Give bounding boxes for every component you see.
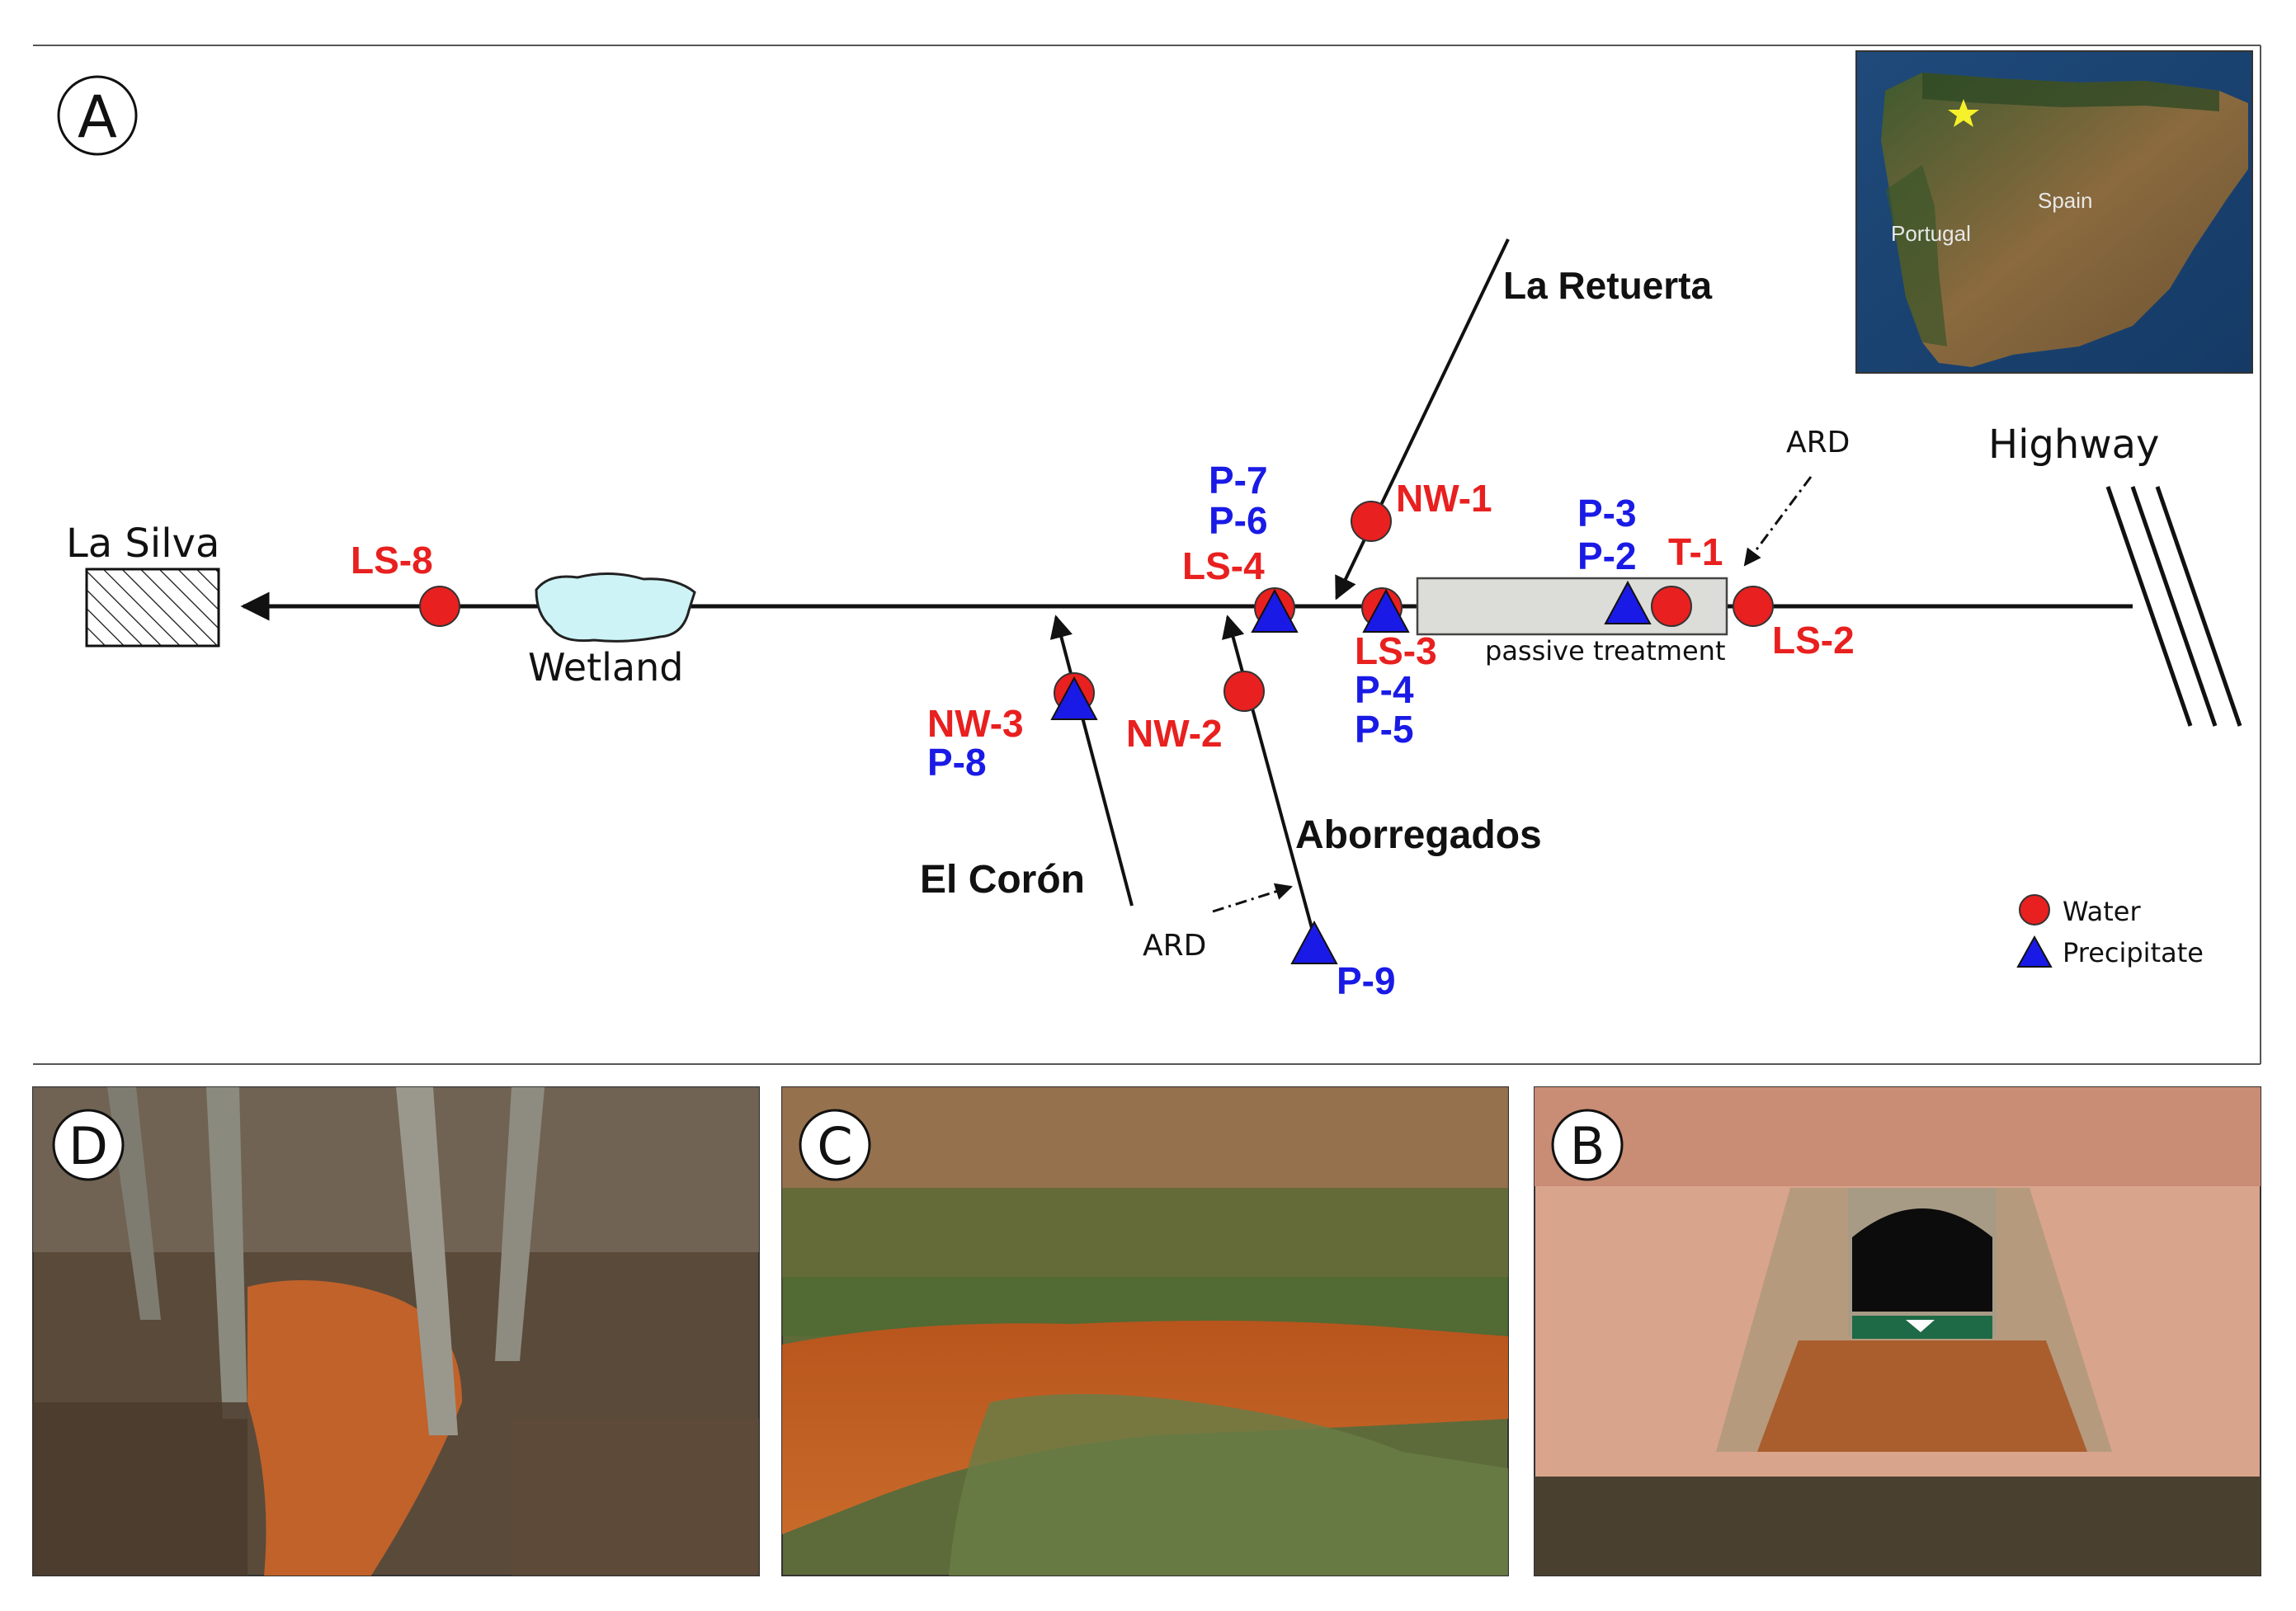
highway-line-2: [2130, 486, 2218, 727]
legend-water-symbol: [2019, 894, 2050, 926]
inset-label-portugal: Portugal: [1891, 221, 1971, 246]
inset-north-coast: [1922, 73, 2219, 111]
photo-b-notch: [1906, 1320, 1935, 1332]
label-highway: Highway: [1988, 422, 2159, 468]
la-retuerta-stream: [1335, 238, 1510, 601]
label-p2: P-2: [1577, 535, 1637, 577]
precipitate-site-p2-p3[interactable]: [1604, 580, 1652, 624]
legend-precipitate-label: Precipitate: [2063, 937, 2204, 968]
label-p6: P-6: [1209, 499, 1268, 542]
label-p8: P-8: [927, 741, 987, 784]
inset-map: Spain Portugal: [1855, 50, 2253, 374]
photo-d-shadow-left: [33, 1402, 248, 1576]
label-p4: P-4: [1355, 668, 1414, 711]
water-site-ls2[interactable]: [1733, 586, 1774, 627]
panel-a: A Spain Portugal La Silva Wetland La Ret…: [33, 45, 2261, 1065]
panel-c-letter: C: [817, 1116, 852, 1176]
label-p3: P-3: [1577, 492, 1637, 535]
panel-b: B: [1534, 1086, 2261, 1576]
photo-d-forest-floor: [33, 1087, 759, 1252]
label-la-retuerta: La Retuerta: [1503, 264, 1712, 307]
label-wetland: Wetland: [528, 645, 683, 690]
panel-b-letter-circle: [1551, 1109, 1624, 1181]
legend-precipitate-symbol: [2016, 935, 2053, 968]
photo-b-culvert-opening: [1852, 1208, 1992, 1312]
panel-a-letter-circle: [57, 75, 138, 156]
label-ls8: LS-8: [351, 539, 433, 582]
photo-b-water-pool: [1535, 1477, 2261, 1576]
legend-water-label: Water: [2063, 896, 2141, 927]
label-p5: P-5: [1355, 708, 1414, 751]
photo-c-foreground-grass: [949, 1394, 1508, 1576]
water-site-nw1[interactable]: [1351, 501, 1392, 542]
water-site-nw2[interactable]: [1223, 671, 1265, 712]
label-aborregados: Aborregados: [1295, 813, 1542, 857]
la-silva-box: [85, 568, 220, 648]
ard-arrow-bottom: [1212, 883, 1294, 913]
photo-c-grass-band: [782, 1188, 1508, 1336]
label-ard-top: ARD: [1786, 426, 1850, 459]
panel-d-letter: D: [68, 1116, 108, 1176]
photo-d-tree-trunk-2: [396, 1087, 458, 1435]
el-coron-stream: [1049, 615, 1134, 907]
inset-label-spain: Spain: [2038, 188, 2093, 213]
highway-line-1: [2105, 486, 2193, 727]
photo-b-rocks-top: [1535, 1087, 2261, 1186]
label-la-silva: La Silva: [66, 521, 219, 567]
label-nw2: NW-2: [1126, 712, 1223, 755]
photo-d-rust-stream: [248, 1280, 462, 1576]
label-p7: P-7: [1209, 459, 1268, 502]
label-passive-treatment: passive treatment: [1485, 635, 1725, 667]
inset-portugal-coast: [1886, 165, 1947, 346]
label-ls4: LS-4: [1182, 544, 1265, 587]
water-site-ls8[interactable]: [419, 586, 460, 627]
legend: Water Precipitate: [2016, 894, 2204, 968]
label-t1: T-1: [1668, 530, 1723, 573]
label-nw3: NW-3: [927, 702, 1024, 745]
panel-a-letter: A: [78, 83, 117, 151]
label-el-coron: El Corón: [920, 858, 1085, 902]
precipitate-site-p9[interactable]: [1290, 920, 1338, 964]
panel-d: D: [32, 1086, 760, 1576]
photo-d-tree-trunk-3: [495, 1087, 545, 1361]
ard-arrow-top: [1743, 476, 1813, 567]
panel-d-letter-circle: [52, 1109, 125, 1181]
label-nw1: NW-1: [1396, 477, 1492, 520]
label-ls3: LS-3: [1355, 629, 1437, 672]
precipitate-site-p4-p5[interactable]: [1362, 588, 1410, 633]
precipitate-site-p6-p7[interactable]: [1251, 588, 1299, 633]
wetland-shape: [535, 572, 696, 643]
highway-line-3: [2155, 486, 2242, 727]
photo-b-rust-apron: [1757, 1340, 2087, 1452]
label-ls2: LS-2: [1772, 619, 1855, 662]
star-icon: [1948, 99, 1979, 127]
water-site-t1[interactable]: [1651, 586, 1692, 627]
panel-c-letter-circle: [799, 1109, 871, 1181]
panel-b-letter: B: [1570, 1116, 1605, 1176]
precipitate-site-p8[interactable]: [1050, 676, 1098, 720]
photo-d-shadow-right: [512, 1419, 759, 1576]
panel-c: C: [781, 1086, 1509, 1576]
photo-d-tree-trunk-1: [206, 1087, 248, 1419]
inset-land: [1881, 73, 2248, 367]
label-p9: P-9: [1337, 959, 1396, 1002]
label-ard-bottom: ARD: [1143, 929, 1206, 963]
aborregados-stream: [1222, 615, 1313, 929]
